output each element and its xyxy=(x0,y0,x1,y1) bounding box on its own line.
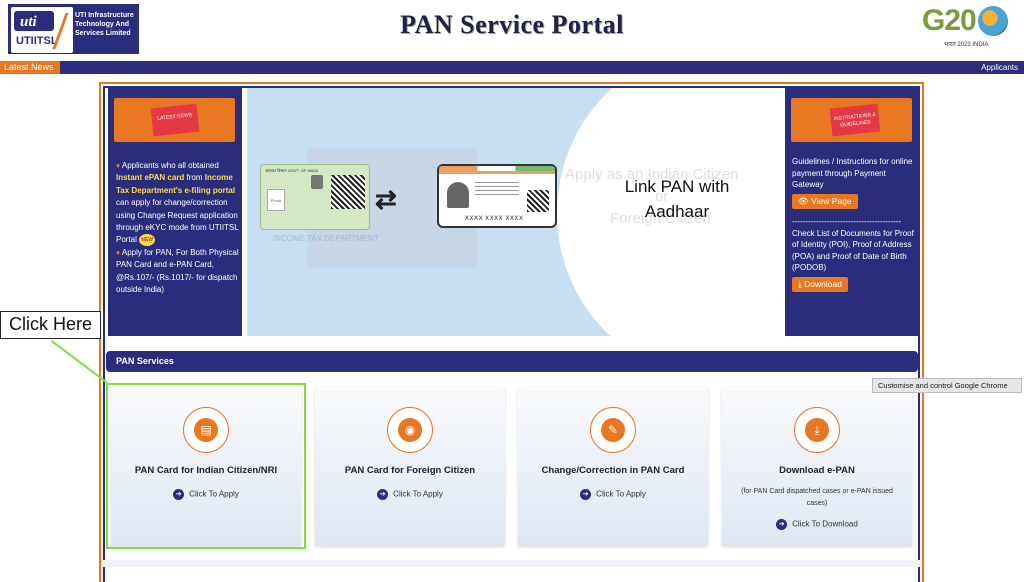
card-link-label: Click To Apply xyxy=(596,489,646,499)
news-item1-from: from xyxy=(186,173,203,183)
emblem-icon xyxy=(311,175,323,189)
next-row-cards-edge xyxy=(101,560,922,567)
banner-ghost-text: Apply as an Indian Citizen or Foreign Ci… xyxy=(565,164,738,230)
pan-photo-box: Photo xyxy=(267,189,285,211)
bullet-icon: ♦ xyxy=(116,161,121,170)
g20-subtitle: भारत 2023 INDIA xyxy=(944,42,989,48)
arrow-circle-icon: ➔ xyxy=(776,519,788,530)
news-item1-text: Applicants who all obtained xyxy=(121,161,219,170)
ghost-line1: Apply as an Indian Citizen xyxy=(565,166,739,183)
logo-uti-text: uti xyxy=(20,14,37,30)
aadhaar-avatar-icon xyxy=(447,182,469,208)
utiitsl-logo[interactable]: uti UTIITSL UTI Infrastructure Technolog… xyxy=(8,4,139,54)
aadhaar-text-lines xyxy=(475,182,519,196)
logo-company-line3: Services Limited xyxy=(75,30,131,37)
highlight-box xyxy=(106,383,306,549)
card-link-label: Click To Apply xyxy=(189,489,239,499)
pan-card-image: आयकर विभाग GOVT. OF INDIA Photo xyxy=(260,164,370,230)
card-link-label: Click To Apply xyxy=(393,489,443,499)
news-bar: Latest News Applicants xyxy=(0,61,1024,74)
logo-utiitsl-text: UTIITSL xyxy=(16,35,58,47)
news-item2-text: Apply for PAN, For Both Physical PAN Car… xyxy=(116,247,239,295)
latest-news-banner: LATEST NEWS xyxy=(114,98,235,142)
news-ticker[interactable]: Applicants xyxy=(981,63,1018,72)
latest-news-content: ♦ Applicants who all obtained Instant eP… xyxy=(116,160,240,297)
card-subtitle: (for PAN Card dispatched cases or e-PAN … xyxy=(741,488,893,507)
news-item1-highlight2[interactable]: Income Tax Department's e-filing portal xyxy=(116,173,236,195)
service-card-download-epan[interactable]: ⤓ Download e-PAN (for PAN Card dispatche… xyxy=(722,387,912,546)
arrow-circle-icon: ➔ xyxy=(173,489,185,500)
aadhaar-tricolor xyxy=(439,166,555,174)
logo-company-line2: Technology And xyxy=(75,21,130,28)
instructions-banner: INSTRUCTIONS & GUIDELINES xyxy=(791,98,912,142)
service-card-change-correction[interactable]: ✎ Change/Correction in PAN Card ➔ Click T… xyxy=(518,387,708,546)
chrome-tooltip: Customise and control Google Chrome xyxy=(872,378,1022,393)
income-tax-dept-text: INCOME TAX DEPARTMENT xyxy=(273,234,379,243)
view-page-button[interactable]: 👁 View Page xyxy=(792,193,858,209)
news-item1-rest: can apply for change/correction using Ch… xyxy=(116,198,239,245)
new-badge-icon: NEW xyxy=(139,234,156,247)
ghost-line2: or xyxy=(655,188,669,205)
logo-left-panel: uti UTIITSL xyxy=(11,7,73,53)
link-text-line1: Link PAN with xyxy=(624,177,730,196)
latest-news-badge: LATEST NEWS xyxy=(150,103,200,137)
card-title: PAN Card for Foreign Citizen xyxy=(344,465,476,476)
edit-icon: ✎ xyxy=(590,407,636,453)
latest-news-label: Latest News xyxy=(0,61,60,74)
download-icon: ⤓ xyxy=(798,278,802,289)
guideline-text: Guidelines / Instructions for online pay… xyxy=(792,157,913,189)
link-pan-aadhaar-text: Link PAN with Aadhaar xyxy=(612,174,742,224)
page-header: uti UTIITSL UTI Infrastructure Technolog… xyxy=(0,0,1024,60)
page-title: PAN Service Portal xyxy=(400,10,624,39)
logo-uti-box: uti xyxy=(14,11,54,31)
instructions-badge: INSTRUCTIONS & GUIDELINES xyxy=(829,103,881,137)
card-title: Change/Correction in PAN Card xyxy=(541,465,685,476)
id-card-icon: ▤ xyxy=(183,407,229,453)
click-to-download-link[interactable]: ➔ Click To Download xyxy=(722,519,912,530)
pan-qr-code xyxy=(331,175,365,209)
aadhaar-qr-code xyxy=(527,190,549,212)
bullet-icon: ♦ xyxy=(116,247,121,257)
click-here-callout: Click Here xyxy=(0,311,101,339)
pan-card-header: आयकर विभाग GOVT. OF INDIA xyxy=(265,168,319,173)
download-label: Download xyxy=(804,278,842,289)
news-item1-highlight[interactable]: Instant ePAN card xyxy=(116,173,185,183)
logo-company-name: UTI Infrastructure Technology And Servic… xyxy=(75,11,137,38)
card-title: PAN Card for Indian Citizen/NRI xyxy=(134,465,278,476)
aadhaar-card-image: XXXX XXXX XXXX xyxy=(437,164,557,228)
click-to-apply-link[interactable]: ➔ Click To Apply xyxy=(518,489,708,500)
view-page-label: View Page xyxy=(811,195,852,206)
globe-icon: ◉ xyxy=(387,407,433,453)
logo-company-line1: UTI Infrastructure xyxy=(75,12,134,19)
pan-services-heading: PAN Services xyxy=(106,351,918,372)
separator-dashes: ----------------------------------------… xyxy=(792,217,902,226)
download-icon: ⤓ xyxy=(794,407,840,453)
click-to-apply-link[interactable]: ➔ Click To Apply xyxy=(315,489,505,500)
download-checklist-button[interactable]: ⤓ Download xyxy=(792,276,848,292)
eye-icon: 👁 xyxy=(798,195,809,206)
arrow-circle-icon: ➔ xyxy=(377,489,389,500)
g20-text: G20 xyxy=(922,4,977,37)
swap-arrows-icon: ⇄ xyxy=(375,184,397,214)
card-title: Download e-PAN xyxy=(779,465,855,476)
link-pan-aadhaar-banner[interactable]: Apply as an Indian Citizen or Foreign Ci… xyxy=(247,88,780,336)
latest-news-panel: LATEST NEWS ♦ Applicants who all obtaine… xyxy=(108,88,242,336)
service-card-indian-citizen[interactable]: ▤ PAN Card for Indian Citizen/NRI ➔ Click… xyxy=(111,387,301,546)
click-to-apply-link[interactable]: ➔ Click To Apply xyxy=(111,489,301,500)
aadhaar-number: XXXX XXXX XXXX xyxy=(465,216,524,222)
instructions-panel: INSTRUCTIONS & GUIDELINES Guidelines / I… xyxy=(785,88,919,336)
instructions-content: Guidelines / Instructions for online pay… xyxy=(792,156,916,295)
checklist-text: Check List of Documents for Proof of Ide… xyxy=(792,228,914,273)
link-text-line2: Aadhaar xyxy=(644,202,710,221)
main-frame-inner xyxy=(103,86,920,582)
service-card-foreign-citizen[interactable]: ◉ PAN Card for Foreign Citizen ➔ Click To… xyxy=(315,387,505,546)
banner-white-shape xyxy=(557,88,780,336)
ghost-line3: Foreign Citizen xyxy=(610,210,711,227)
card-link-label: Click To Download xyxy=(792,519,858,529)
g20-logo: G20 भारत 2023 INDIA xyxy=(922,2,1014,54)
g20-globe-icon xyxy=(978,6,1008,36)
arrow-circle-icon: ➔ xyxy=(580,489,592,500)
